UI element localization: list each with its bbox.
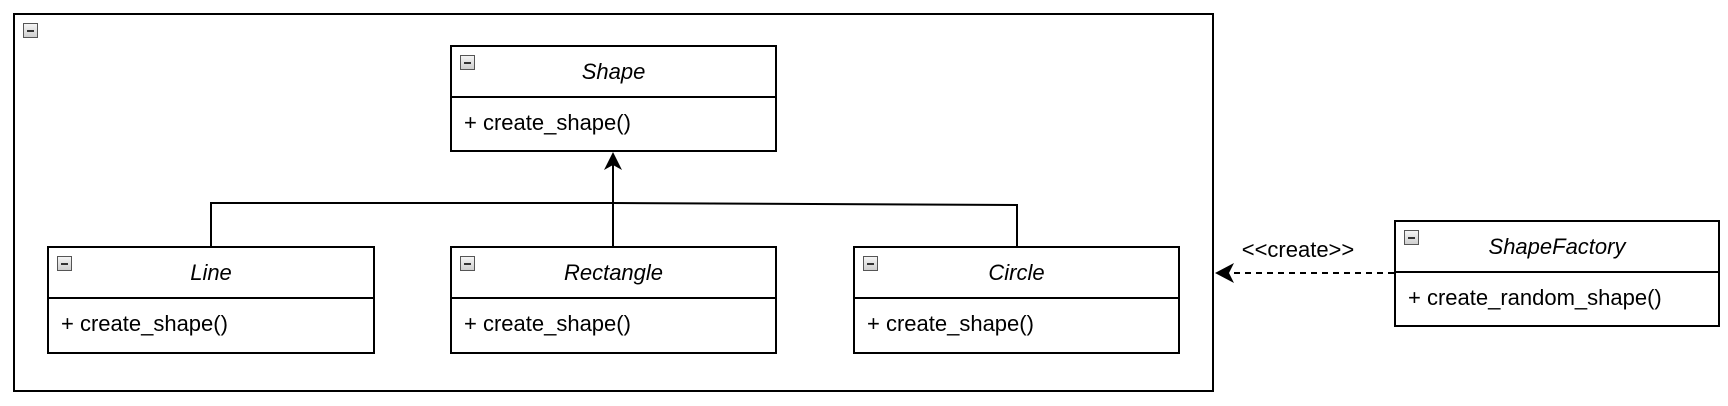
inheritance-line-circle bbox=[612, 202, 1018, 248]
class-method: + create_shape() bbox=[464, 110, 631, 135]
class-header: Line bbox=[49, 248, 373, 299]
class-name: Line bbox=[190, 260, 232, 285]
class-name: Circle bbox=[988, 260, 1045, 285]
class-circle[interactable]: Circle + create_shape() bbox=[853, 246, 1180, 354]
class-shape[interactable]: Shape + create_shape() bbox=[450, 45, 777, 152]
collapse-icon[interactable] bbox=[57, 256, 72, 271]
class-header: ShapeFactory bbox=[1396, 222, 1718, 273]
class-name: Shape bbox=[581, 59, 646, 84]
class-rectangle[interactable]: Rectangle + create_shape() bbox=[450, 246, 777, 354]
class-name: ShapeFactory bbox=[1488, 234, 1626, 259]
create-stereotype-label: <<create>> bbox=[1241, 237, 1355, 262]
class-method: + create_shape() bbox=[61, 311, 228, 336]
inheritance-arrowhead bbox=[604, 152, 622, 170]
collapse-icon[interactable] bbox=[863, 256, 878, 271]
collapse-icon[interactable] bbox=[460, 256, 475, 271]
class-method: + create_shape() bbox=[867, 311, 1034, 336]
class-method: + create_shape() bbox=[464, 311, 631, 336]
class-method: + create_random_shape() bbox=[1408, 285, 1662, 310]
dependency-arrowhead bbox=[1215, 263, 1234, 283]
class-header: Circle bbox=[855, 248, 1178, 299]
inheritance-line-line bbox=[210, 202, 613, 248]
class-name: Rectangle bbox=[563, 260, 664, 285]
class-header: Shape bbox=[452, 47, 775, 98]
collapse-icon[interactable] bbox=[460, 55, 475, 70]
class-line[interactable]: Line + create_shape() bbox=[47, 246, 375, 354]
class-header: Rectangle bbox=[452, 248, 775, 299]
collapse-icon[interactable] bbox=[1404, 230, 1419, 245]
class-shape-factory[interactable]: ShapeFactory + create_random_shape() bbox=[1394, 220, 1720, 327]
collapse-icon[interactable] bbox=[23, 23, 38, 38]
